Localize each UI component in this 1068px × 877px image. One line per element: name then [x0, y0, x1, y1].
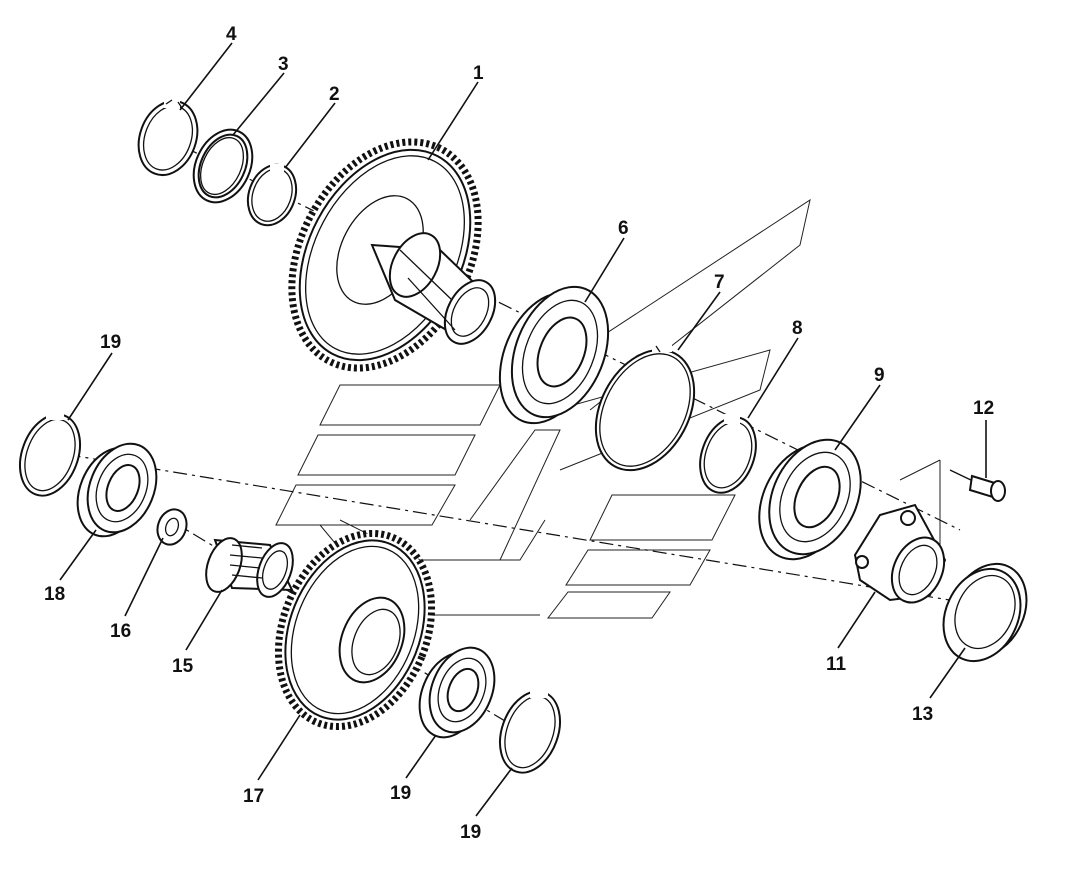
callout-1: 1: [473, 63, 484, 84]
ring-part-3: [192, 128, 254, 204]
circlip-part-8: [699, 414, 757, 494]
centerlines: [39, 134, 1011, 731]
callout-6: 6: [618, 218, 629, 239]
callout-19-top-left: 19: [100, 332, 121, 353]
gear-part-1: [288, 138, 497, 372]
bolt-part-12: [949, 469, 1006, 502]
needle-bearing-part-15: [205, 537, 294, 598]
callout-4: 4: [226, 24, 237, 45]
bearing-part-6: [498, 285, 610, 425]
callout-labels: 4 3 2 1 6 7 8 9 12 11 13 19 18 16 15 17 …: [44, 24, 994, 843]
washer-part-16: [156, 508, 188, 546]
callout-13: 13: [912, 704, 933, 725]
callout-16: 16: [110, 621, 131, 642]
snap-ring-part-7: [594, 340, 696, 472]
seal-part-13: [942, 562, 1028, 663]
circlip-part-4: [137, 98, 199, 176]
callout-18-left: 18: [44, 584, 65, 605]
callout-9: 9: [874, 365, 885, 386]
callout-15: 15: [172, 656, 194, 677]
callout-8: 8: [792, 318, 803, 339]
callout-2: 2: [329, 84, 340, 105]
circlip-part-19-left: [19, 410, 81, 497]
bearing-part-9: [758, 438, 862, 561]
callout-11: 11: [826, 654, 847, 675]
bearing-part-18-left: [76, 442, 158, 538]
leader-lines: [59, 42, 987, 817]
gear-part-17: [274, 529, 436, 731]
callout-7: 7: [714, 272, 725, 293]
callout-19-bottom: 19: [460, 822, 481, 843]
bearing-part-18-right: [418, 646, 496, 739]
housing-part-11: [853, 503, 947, 604]
snap-ring-part-2: [246, 163, 298, 227]
callout-17: 17: [243, 786, 264, 807]
callout-18-bottom: 19: [390, 783, 411, 804]
callout-12: 12: [973, 398, 994, 419]
callout-3: 3: [278, 54, 289, 75]
circlip-part-19-right: [499, 688, 561, 774]
